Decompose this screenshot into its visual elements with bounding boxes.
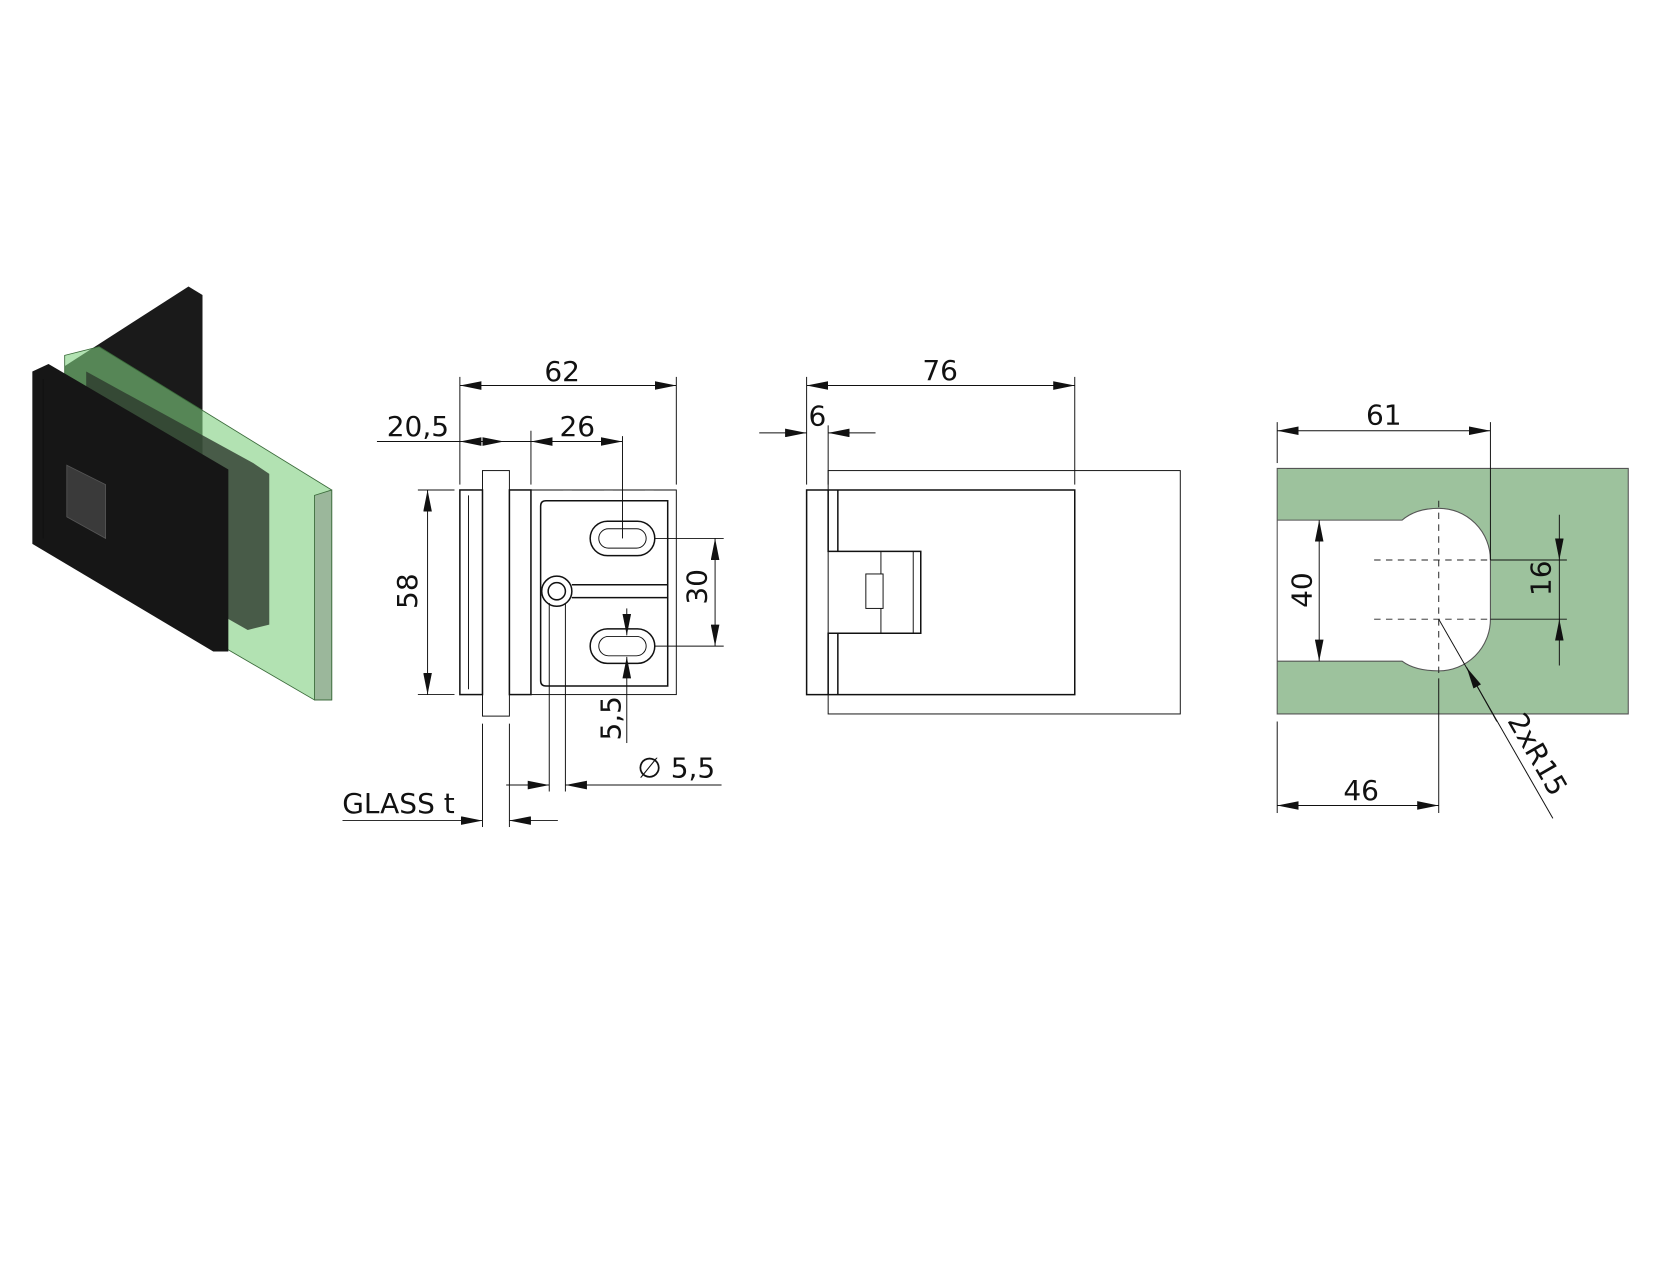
dim-58: 58 <box>391 573 424 609</box>
glass-section <box>481 470 510 717</box>
dim-5-5-slot: 5,5 <box>594 696 627 741</box>
front-view: 62 20,5 26 58 30 5,5 ∅ 5,5 GLASS t <box>342 355 724 828</box>
glass-panel <box>1276 467 1629 715</box>
dim-30: 30 <box>680 569 713 605</box>
hinge-knuckle <box>66 464 107 540</box>
dim-glass-thickness: GLASS t <box>342 787 454 820</box>
clamp-plate-front <box>32 363 229 652</box>
dim-62: 62 <box>544 355 580 388</box>
dim-46: 46 <box>1343 774 1379 807</box>
hinge-body <box>805 489 1076 696</box>
dim-26: 26 <box>559 410 595 443</box>
pivot-hole <box>540 575 573 608</box>
dim-40: 40 <box>1286 572 1319 608</box>
dim-76: 76 <box>922 354 958 387</box>
pin <box>865 573 884 609</box>
outer-plate <box>459 489 484 696</box>
inner-plate <box>508 489 532 696</box>
side-view: 76 6 <box>759 354 1181 715</box>
glass-cutout-view: 61 40 16 46 2xR15 <box>1276 398 1629 819</box>
dim-61: 61 <box>1366 398 1402 431</box>
glass-edge-iso <box>314 489 333 701</box>
glass-outline <box>827 470 1181 715</box>
dim-6: 6 <box>808 399 826 432</box>
isometric-view <box>32 286 333 701</box>
dim-hole-diameter: ∅ 5,5 <box>637 751 715 784</box>
dim-20-5: 20,5 <box>387 410 449 443</box>
bracket-outline <box>539 499 669 687</box>
dim-16: 16 <box>1525 560 1558 596</box>
slot-bottom <box>589 628 656 665</box>
dim-radius: 2xR15 <box>1501 707 1574 801</box>
